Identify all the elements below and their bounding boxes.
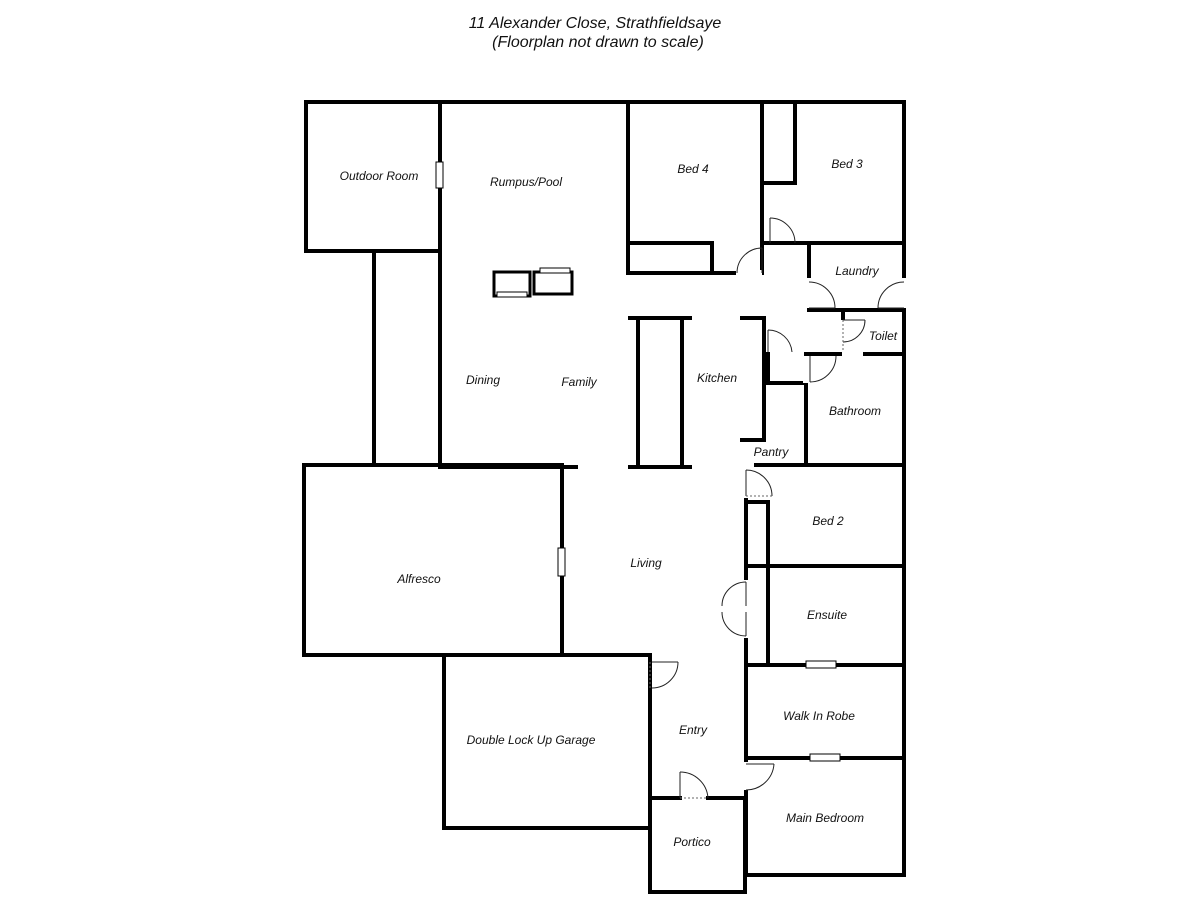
- wall-kitchen-bench-right: [740, 316, 766, 442]
- walls: [302, 100, 906, 894]
- label-family: Family: [561, 375, 597, 389]
- wall-pool-obj-b: [532, 270, 574, 296]
- wall-alfresco: [302, 463, 564, 657]
- plan-title: 11 Alexander Close, Strathfieldsaye: [469, 15, 722, 32]
- door-arc-front: [679, 771, 709, 799]
- window-pool-b: [539, 267, 571, 274]
- window-outdoor-room: [435, 161, 444, 189]
- label-dining: Dining: [466, 373, 500, 387]
- label-toilet: Toilet: [869, 329, 898, 343]
- label-laundry: Laundry: [835, 264, 879, 278]
- label-bed-3: Bed 3: [831, 157, 863, 171]
- door-arc-main: [745, 763, 775, 791]
- door-arc-ensuite-a: [721, 581, 747, 607]
- wall-pantry-nib: [762, 352, 808, 385]
- window-pool-a: [496, 291, 528, 298]
- label-entry: Entry: [679, 723, 708, 737]
- door-arc-garage: [651, 661, 679, 689]
- label-living: Living: [630, 556, 662, 570]
- label-portico: Portico: [673, 835, 711, 849]
- doors: [649, 217, 907, 799]
- label-pantry: Pantry: [754, 445, 790, 459]
- label-bed-2: Bed 2: [812, 514, 844, 528]
- window-ensuite: [805, 660, 837, 669]
- window-alfresco: [557, 547, 566, 577]
- room-labels: Outdoor Room Rumpus/Pool Bed 4 Bed 3 Lau…: [340, 157, 898, 849]
- label-bathroom: Bathroom: [829, 404, 881, 418]
- windows: [435, 161, 841, 762]
- window-robe: [809, 753, 841, 762]
- door-arc-bed2: [745, 469, 773, 497]
- plan-subtitle: (Floorplan not drawn to scale): [492, 34, 704, 51]
- door-arc-laundry-a: [808, 281, 836, 309]
- label-outdoor-room: Outdoor Room: [340, 169, 419, 183]
- door-arc-bed4: [736, 247, 763, 274]
- door-arc-bed3: [769, 217, 796, 244]
- wall-bed4-robe: [626, 241, 714, 275]
- door-arc-ensuite-b: [721, 611, 747, 637]
- wall-bed2-robe: [744, 500, 770, 667]
- label-ensuite: Ensuite: [807, 608, 847, 622]
- wall-bed3-robe: [760, 100, 797, 185]
- label-kitchen: Kitchen: [697, 371, 737, 385]
- wall-garage: [442, 653, 652, 830]
- door-arc-toilet: [842, 319, 866, 343]
- label-walk-in-robe: Walk In Robe: [783, 709, 855, 723]
- label-main-bedroom: Main Bedroom: [786, 811, 864, 825]
- label-rumpus-pool: Rumpus/Pool: [490, 175, 562, 189]
- door-arc-laundry-b: [877, 281, 905, 309]
- label-double-lock-up-garage: Double Lock Up Garage: [467, 733, 596, 747]
- door-arc-corridor: [767, 329, 793, 353]
- label-alfresco: Alfresco: [396, 572, 441, 586]
- door-arc-bathroom: [809, 355, 837, 383]
- label-bed-4: Bed 4: [677, 162, 709, 176]
